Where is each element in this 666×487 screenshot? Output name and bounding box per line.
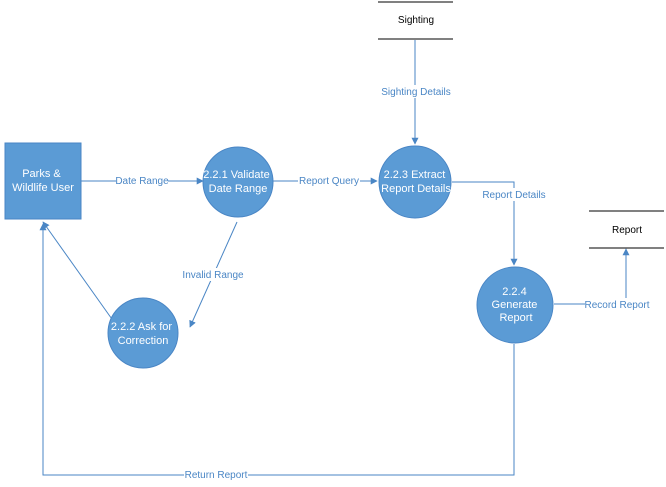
report-data-store: Report (589, 210, 664, 249)
report-details-label: Report Details (482, 190, 545, 201)
parks-wildlife-user-entity: Parks & Wildlife User (4, 142, 82, 220)
validate-line-1: 2.2.1 Validate (203, 169, 269, 181)
generate-line-2: Generate (492, 299, 538, 311)
report-details-flow (452, 181, 518, 266)
extract-line-2: Report Details (381, 183, 451, 195)
date-range-label: Date Range (115, 176, 169, 187)
sighting-data-store: Sighting (378, 1, 453, 40)
sighting-store-label: Sighting (398, 15, 434, 26)
svg-text:2.2.1 Validate Date Rang: 2.2.1 Validate Date Range (203, 169, 273, 195)
generate-line-1: 2.2.4 (502, 286, 526, 298)
process-ask-for-correction: 2.2.2 Ask for Correction (107, 297, 179, 369)
process-generate-report: 2.2.4 Generate Report (476, 266, 554, 344)
correction-line-2: Correction (118, 335, 169, 347)
svg-text:2.2.2 Ask for Correction: 2.2.2 Ask for Correction (111, 321, 175, 347)
return-report-label: Return Report (185, 470, 248, 481)
invalid-range-label: Invalid Range (182, 270, 244, 281)
entity-line-1: Parks & (22, 168, 61, 180)
svg-text:2.2.4 Generate Rep: 2.2.4 Generate Report (492, 286, 541, 324)
entity-line-2: Wildlife User (12, 182, 74, 194)
report-store-label: Report (612, 225, 642, 236)
correction-to-user-flow (42, 221, 115, 323)
generate-line-3: Report (499, 312, 532, 324)
process-validate-date-range: 2.2.1 Validate Date Range (202, 146, 274, 218)
record-report-flow (554, 248, 630, 305)
validate-line-2: Date Range (209, 183, 268, 195)
extract-line-1: 2.2.3 Extract (384, 169, 446, 181)
svg-text:Parks & Wildlife User: Parks & Wildlife User (12, 168, 74, 194)
sighting-details-label: Sighting Details (381, 87, 450, 98)
correction-line-1: 2.2.2 Ask for (111, 321, 172, 333)
process-extract-report-details: 2.2.3 Extract Report Details (378, 145, 452, 219)
report-query-label: Report Query (299, 176, 359, 187)
svg-text:2.2.3 Extract Report Det: 2.2.3 Extract Report Details (381, 169, 451, 195)
record-report-label: Record Report (584, 300, 649, 311)
return-report-flow (39, 223, 515, 476)
